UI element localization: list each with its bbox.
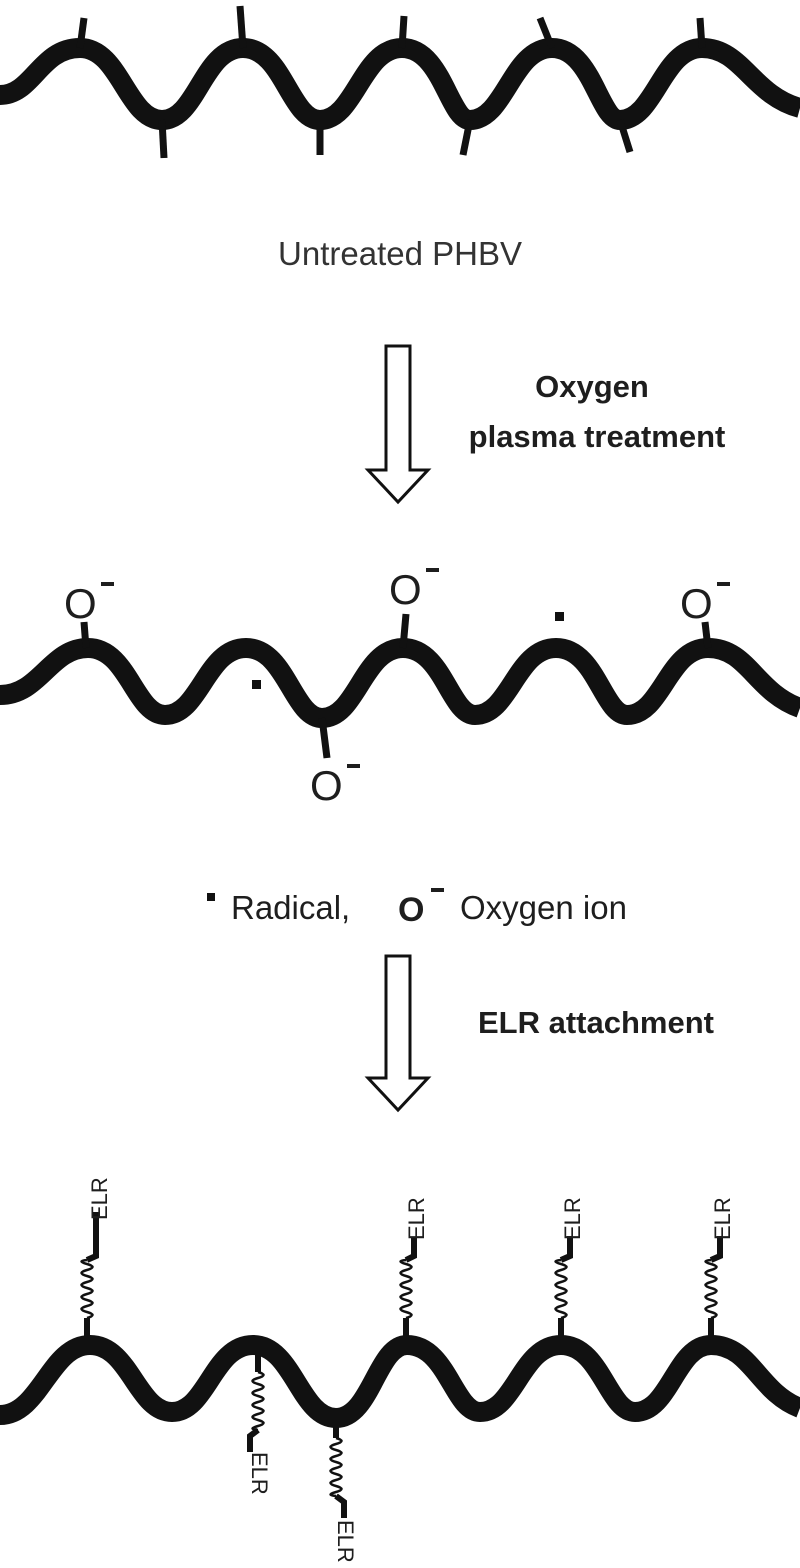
elr-tether: ELR [399,1197,429,1345]
svg-text:ELR: ELR [710,1197,735,1240]
legend-oxygen-label: Oxygen ion [460,889,627,926]
oxygen-ion: O [64,580,114,627]
oxygen-ion: O [389,566,439,613]
oxygen-ion: O [310,762,360,809]
svg-text:ELR: ELR [87,1177,112,1220]
arrow-down-1 [364,344,432,505]
elr-attached-chain: ELR ELR ELR ELR ELR ELR [0,1177,800,1563]
elr-tether: ELR [80,1177,112,1345]
svg-text:ELR: ELR [560,1197,585,1240]
svg-text:ELR: ELR [404,1197,429,1240]
arrow-down-2 [364,954,432,1113]
legend-radical-marker [207,893,215,901]
radical-dot [252,680,261,689]
radical-dot [555,612,564,621]
untreated-phbv-chain [0,5,800,159]
plasma-treated-chain: O O O O [0,566,800,809]
oxygen-plasma-label-line2: plasma treatment [469,419,726,454]
polymer-backbone [0,38,800,130]
elr-tether: ELR [554,1197,585,1345]
svg-text:O: O [64,580,97,627]
svg-text:ELR: ELR [333,1520,358,1563]
svg-text:O: O [310,762,343,809]
svg-text:O: O [680,580,713,627]
legend-oxygen-charge [431,888,444,892]
oxygen-plasma-label-line1: Oxygen [535,369,649,404]
untreated-phbv-caption: Untreated PHBV [278,235,522,272]
polymer-backbone [0,1335,800,1428]
legend-radical-label: Radical, [231,889,350,926]
side-groups [76,5,706,159]
oxygen-ion-bonds [80,613,712,759]
elr-tether: ELR [247,1345,272,1495]
elr-tether: ELR [329,1418,358,1563]
oxygen-ion: O [680,580,730,627]
svg-text:O: O [389,566,422,613]
polymer-backbone [0,638,800,728]
elr-tether: ELR [704,1197,735,1345]
legend: Radical, O Oxygen ion [207,888,627,929]
svg-text:ELR: ELR [247,1452,272,1495]
legend-oxygen-symbol: O [398,891,424,929]
elr-attachment-label: ELR attachment [478,1005,714,1040]
